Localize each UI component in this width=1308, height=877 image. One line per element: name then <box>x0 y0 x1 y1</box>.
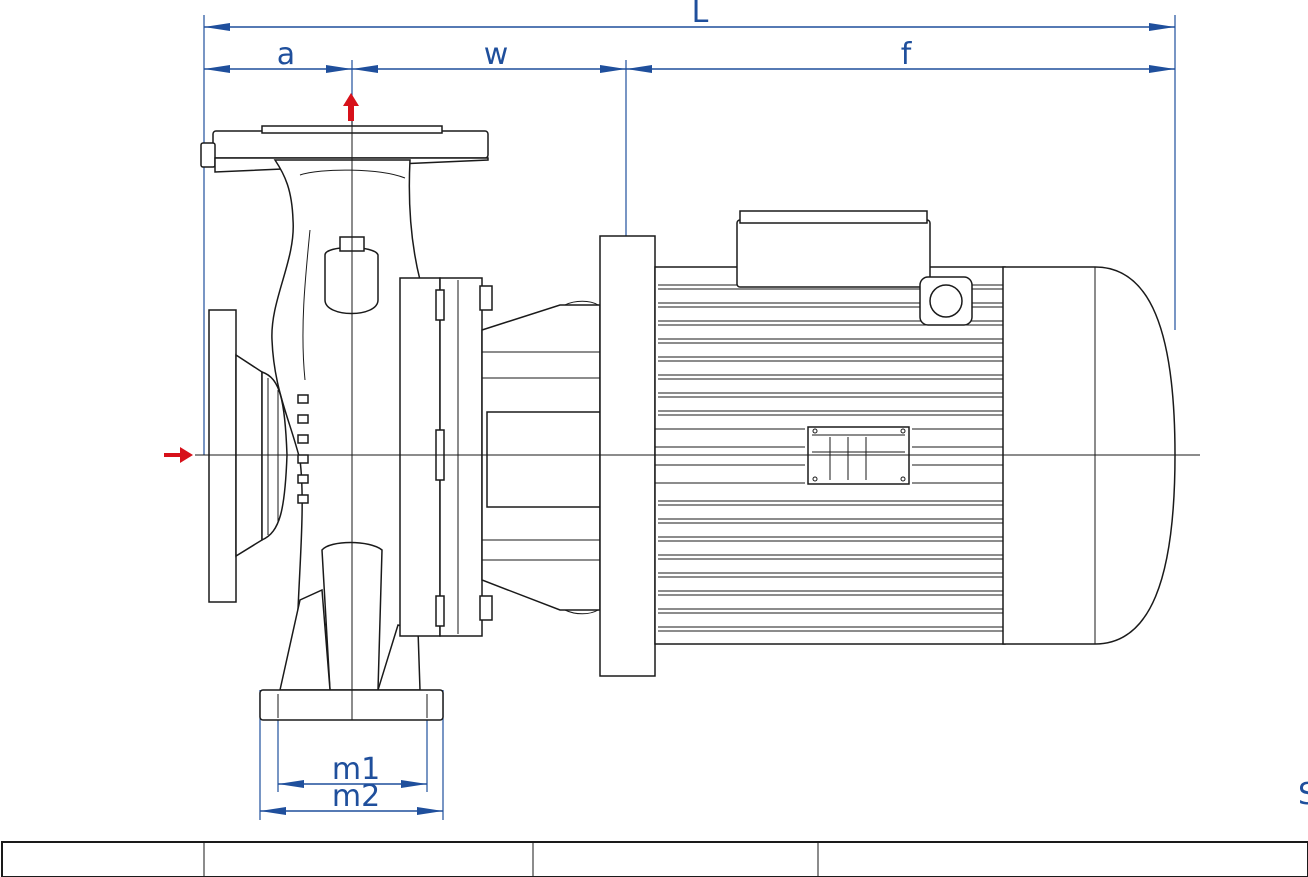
discharge-flow-arrow-icon <box>343 93 359 121</box>
flow-arrows <box>164 93 359 463</box>
dim-label-f: f <box>901 37 913 72</box>
terminal-box <box>736 219 931 288</box>
motor-body <box>654 210 1176 645</box>
dim-label-m2: m2 <box>332 779 380 814</box>
centerlines <box>195 120 1200 720</box>
section-letter: S <box>1298 777 1308 812</box>
dim-label-L: L <box>692 0 709 30</box>
motor-flange <box>599 235 656 677</box>
table-header-edge <box>1 841 1308 877</box>
dim-label-w: w <box>484 37 509 72</box>
bearing-bracket <box>399 277 601 637</box>
dim-label-a: a <box>277 37 295 72</box>
suction-flow-arrow-icon <box>164 447 193 463</box>
casing-bolts <box>297 394 309 504</box>
dim-label-m1: m1 <box>332 752 380 787</box>
